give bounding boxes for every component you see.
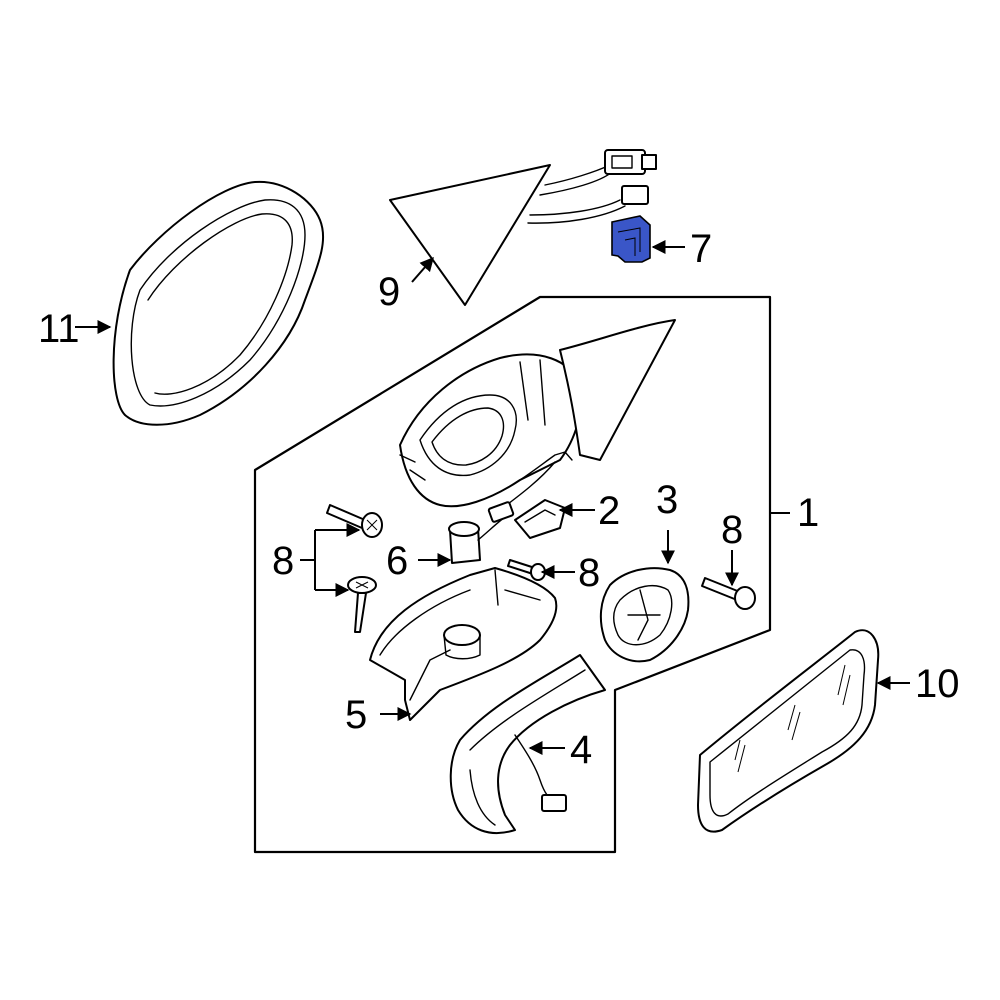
callout-6: 6 xyxy=(386,539,408,583)
part-3-actuator xyxy=(599,567,690,663)
part-8-screw-upper xyxy=(326,504,383,538)
part-6-motor xyxy=(448,501,515,564)
callout-5: 5 xyxy=(345,693,367,737)
part-9-sail-trim xyxy=(389,149,657,306)
part-10-mirror-glass xyxy=(697,629,880,833)
callout-10: 10 xyxy=(915,662,960,706)
mirror-base-housing xyxy=(399,319,676,511)
callout-2: 2 xyxy=(598,489,620,533)
callout-8-right: 8 xyxy=(721,508,743,552)
callout-9: 9 xyxy=(378,270,400,314)
callout-labels: 11 9 7 1 2 3 8 8 8 6 5 4 10 xyxy=(38,227,960,772)
callout-3: 3 xyxy=(656,478,678,522)
part-2-bracket xyxy=(514,499,566,539)
callout-7: 7 xyxy=(690,227,712,271)
callout-4: 4 xyxy=(570,728,592,772)
part-7-connector xyxy=(611,215,651,263)
part-5-mount-plate xyxy=(369,567,558,721)
leader-lines xyxy=(75,240,910,755)
callout-8-middle: 8 xyxy=(578,551,600,595)
callout-8-left: 8 xyxy=(272,539,294,583)
part-11-housing-cover xyxy=(112,180,325,426)
part-8-bolt-right xyxy=(701,577,756,610)
part-4-base-cover xyxy=(449,654,606,835)
callout-1: 1 xyxy=(797,491,819,535)
callout-11: 11 xyxy=(38,307,80,351)
leader-9 xyxy=(411,256,434,283)
